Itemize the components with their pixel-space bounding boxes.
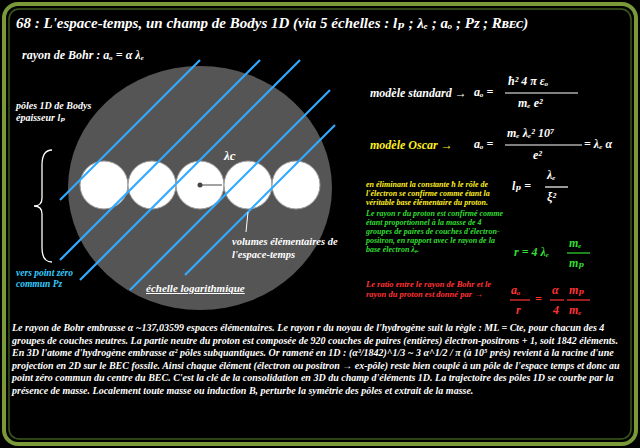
formula: = <box>535 292 542 306</box>
formula-numerator: λₑ <box>547 168 556 182</box>
formula: aₒ = <box>474 85 493 99</box>
formula-denominator: e² <box>533 148 542 162</box>
radius-line <box>200 185 222 186</box>
note: en éliminant la constante ħ le rôle de l… <box>366 180 508 208</box>
label: pôles 1D de Bodys épaisseur lₚ <box>16 100 104 124</box>
formula-numerator: ħ² 4 π εₒ <box>508 74 548 88</box>
formula-denominator: 4 <box>553 303 559 317</box>
note: Le rayon r du proton est confirmé comme … <box>366 209 508 255</box>
formula: lₚ = <box>512 179 531 193</box>
label: volumes élémentaires de l'espace-temps <box>232 236 352 261</box>
formula-numerator: mₑ λₑ² 10⁷ <box>507 126 554 140</box>
formula: aₒ = <box>474 137 493 151</box>
model-label: modèle Oscar → <box>370 138 453 152</box>
note: Le ratio entre le rayon de Bohr et le ra… <box>366 280 506 300</box>
bohr-radius-ellipse <box>68 66 332 310</box>
fraction-bar-green <box>567 252 590 253</box>
caption: Le rayon de Bohr embrasse α ~137,03599 e… <box>12 322 628 397</box>
board-frame <box>4 4 636 444</box>
formula: r = 4 λₑ <box>514 245 549 259</box>
formula-numerator: α <box>552 283 559 297</box>
symbol: r <box>204 187 208 200</box>
label: rayon de Bohr : aₒ = α λₑ <box>22 48 144 62</box>
formula-denominator: ξ² <box>547 190 556 204</box>
formula-numerator: mₑ <box>569 236 582 250</box>
board-frame-inner <box>9 9 631 439</box>
label: vers point zéro commun Pᴢ <box>16 268 80 291</box>
formula-numerator: aₒ <box>511 283 521 297</box>
formula-denominator: mₑ <box>569 303 582 317</box>
bracket <box>34 150 52 262</box>
scale-note: échelle logarithmique <box>146 282 245 295</box>
symbol: λc <box>224 148 236 164</box>
formula-denominator: mₚ <box>569 256 584 270</box>
formula-numerator: mₚ <box>569 283 584 297</box>
formula: = λₑ α <box>584 137 612 151</box>
fraction-bars <box>505 93 582 187</box>
title: 68 : L'espace-temps, un champ de Bodys 1… <box>16 14 624 32</box>
model-label: modèle standard → <box>370 86 467 100</box>
fraction-bars-red <box>510 299 590 300</box>
formula-denominator: r <box>516 303 521 317</box>
elementary-volumes <box>80 161 320 209</box>
formula-denominator: mₑ e² <box>518 96 543 110</box>
volume-leader <box>246 212 248 232</box>
